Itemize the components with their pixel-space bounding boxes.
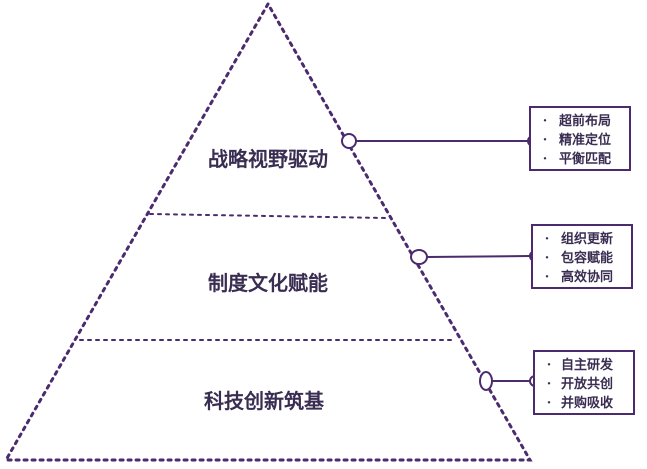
- item-box-culture: · 组织更新 · 包容赋能 · 高效协同: [531, 224, 633, 289]
- bullet: ·: [545, 251, 550, 266]
- layer-title-strategy: 战略视野驱动: [208, 147, 328, 171]
- item-culture-3: 高效协同: [561, 269, 613, 285]
- connector-node-left: [410, 249, 428, 265]
- bullet: ·: [545, 270, 550, 285]
- connector-node-left: [341, 133, 357, 149]
- item-tech-1: 自主研发: [561, 357, 614, 373]
- connector-strategy: [341, 133, 539, 149]
- item-tech-3: 并购吸收: [561, 395, 614, 411]
- item-culture-2: 包容赋能: [561, 250, 613, 266]
- item-culture-1: 组织更新: [561, 231, 613, 247]
- connector-node-left: [479, 371, 493, 391]
- bullet: ·: [543, 114, 548, 129]
- connector-culture: [410, 249, 541, 265]
- bullet: ·: [545, 232, 550, 247]
- bullet: ·: [547, 396, 552, 411]
- item-box-tech: · 自主研发 · 开放共创 · 并购吸收: [533, 350, 635, 415]
- divider-top: [149, 213, 387, 219]
- connector-tech: [479, 371, 541, 391]
- layer-title-tech: 科技创新筑基: [204, 389, 325, 413]
- bullet: ·: [547, 377, 552, 392]
- layer-title-culture: 制度文化赋能: [208, 271, 328, 295]
- bullet: ·: [543, 133, 548, 148]
- item-strategy-2: 精准定位: [559, 132, 611, 148]
- item-tech-2: 开放共创: [561, 376, 613, 392]
- bullet: ·: [547, 358, 552, 373]
- pyramid-outline: [3, 0, 533, 462]
- item-strategy-1: 超前布局: [559, 113, 611, 129]
- bullet: ·: [543, 152, 548, 167]
- item-strategy-3: 平衡匹配: [559, 151, 611, 167]
- item-box-strategy: · 超前布局 · 精准定位 · 平衡匹配: [529, 106, 631, 171]
